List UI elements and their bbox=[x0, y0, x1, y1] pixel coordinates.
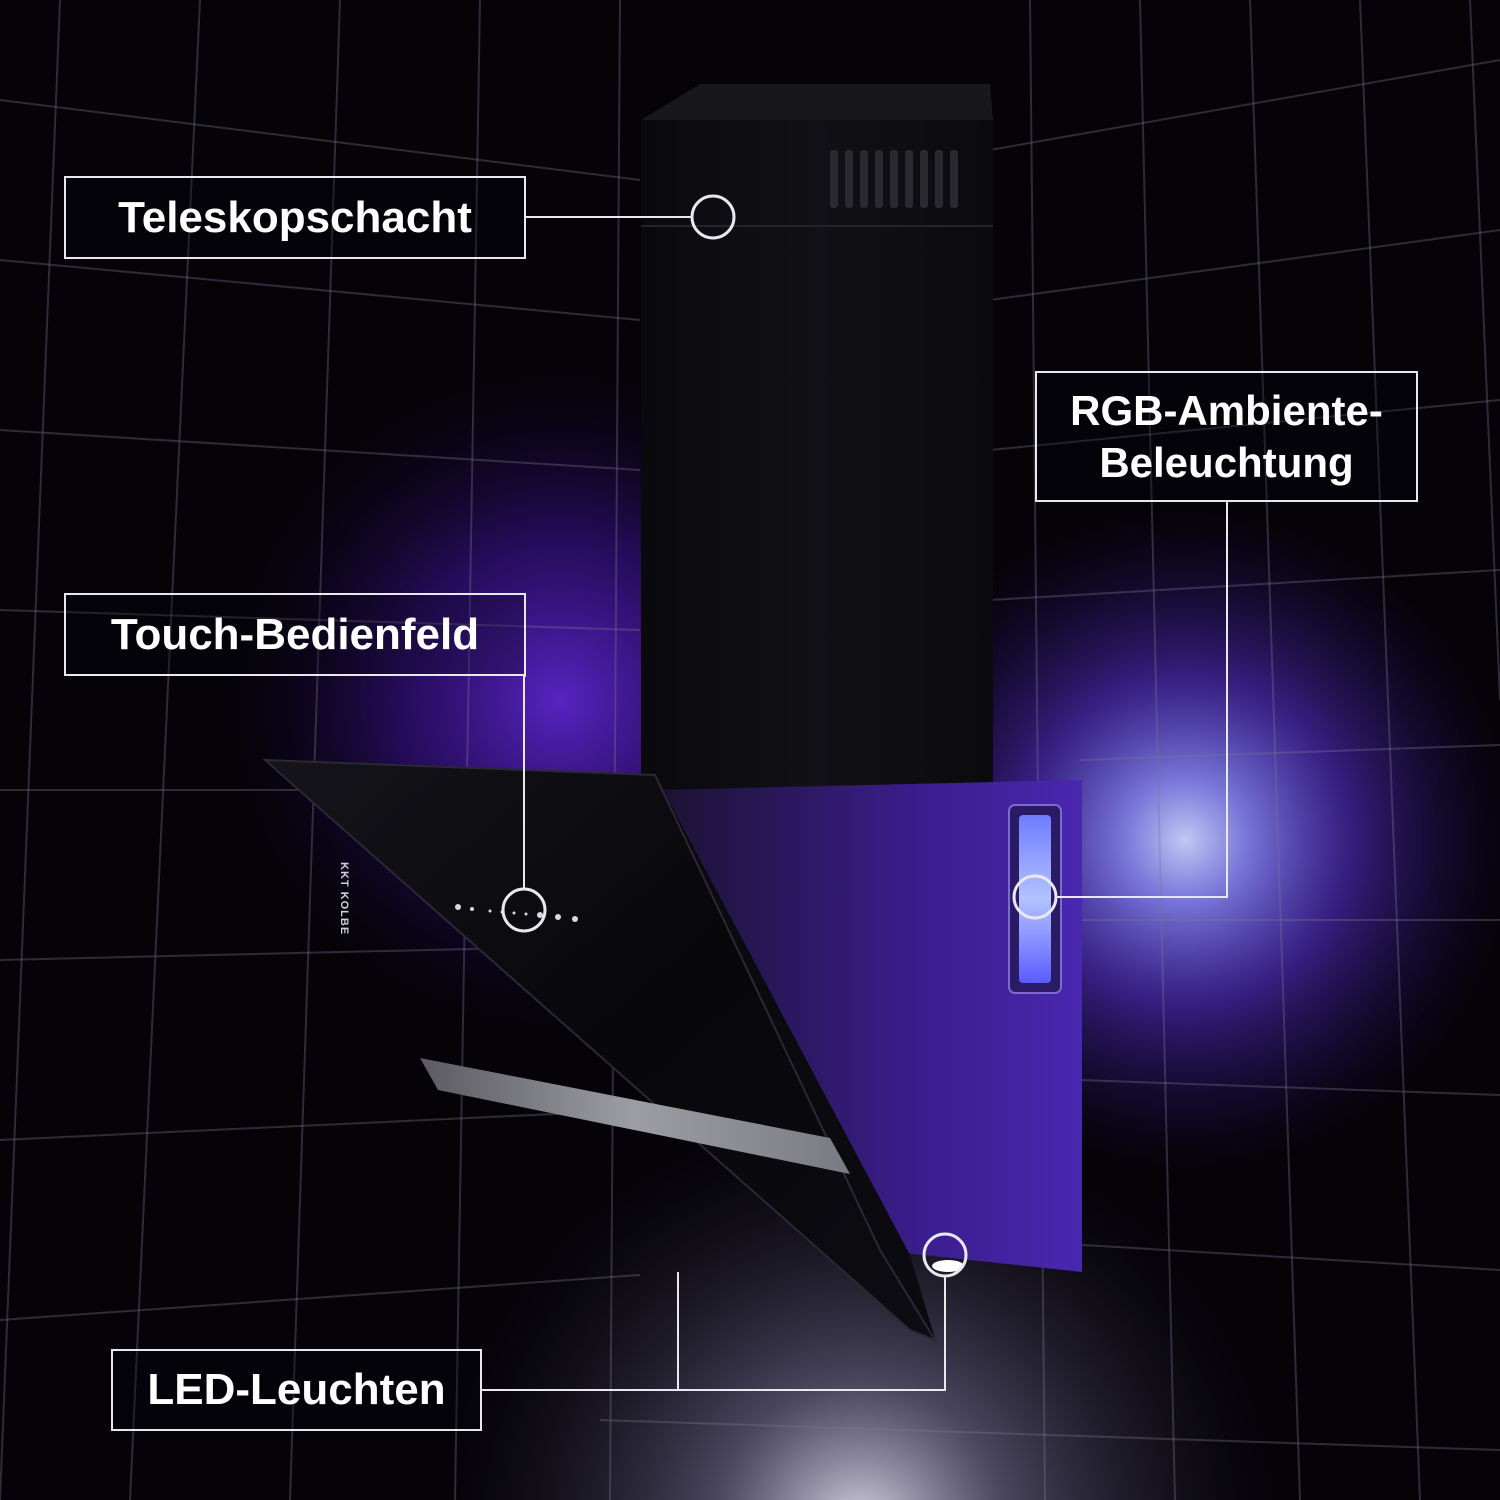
hood-side-panel bbox=[655, 780, 1082, 1272]
label-teleskopschacht: Teleskopschacht bbox=[64, 176, 526, 259]
label-rgb-line1: RGB-Ambiente- bbox=[1070, 386, 1383, 434]
led-light-spot bbox=[932, 1260, 964, 1272]
telescopic-chimney bbox=[641, 84, 993, 790]
vent-slots bbox=[830, 150, 958, 208]
metal-strip bbox=[420, 1058, 850, 1174]
label-led-leuchten-text: LED-Leuchten bbox=[147, 1365, 446, 1414]
rgb-ambient-strip bbox=[1008, 804, 1062, 994]
label-touch-bedienfeld-text: Touch-Bedienfeld bbox=[110, 609, 480, 659]
glass-front-panel bbox=[262, 758, 938, 1343]
brand-logo: KKT KOLBE bbox=[338, 862, 350, 936]
marker-touch bbox=[501, 887, 547, 933]
marker-rgb bbox=[1012, 874, 1058, 920]
marker-chimney bbox=[690, 194, 736, 240]
label-teleskopschacht-text: Teleskopschacht bbox=[118, 192, 472, 242]
marker-led bbox=[922, 1232, 968, 1278]
callout-markers bbox=[501, 194, 1058, 1278]
label-led-leuchten: LED-Leuchten bbox=[111, 1349, 482, 1431]
label-rgb-beleuchtung: RGB-Ambiente- Beleuchtung bbox=[1035, 371, 1418, 502]
label-rgb-line2: Beleuchtung bbox=[1099, 438, 1354, 486]
label-touch-bedienfeld: Touch-Bedienfeld bbox=[64, 593, 526, 676]
leader-lines bbox=[482, 216, 1228, 1391]
